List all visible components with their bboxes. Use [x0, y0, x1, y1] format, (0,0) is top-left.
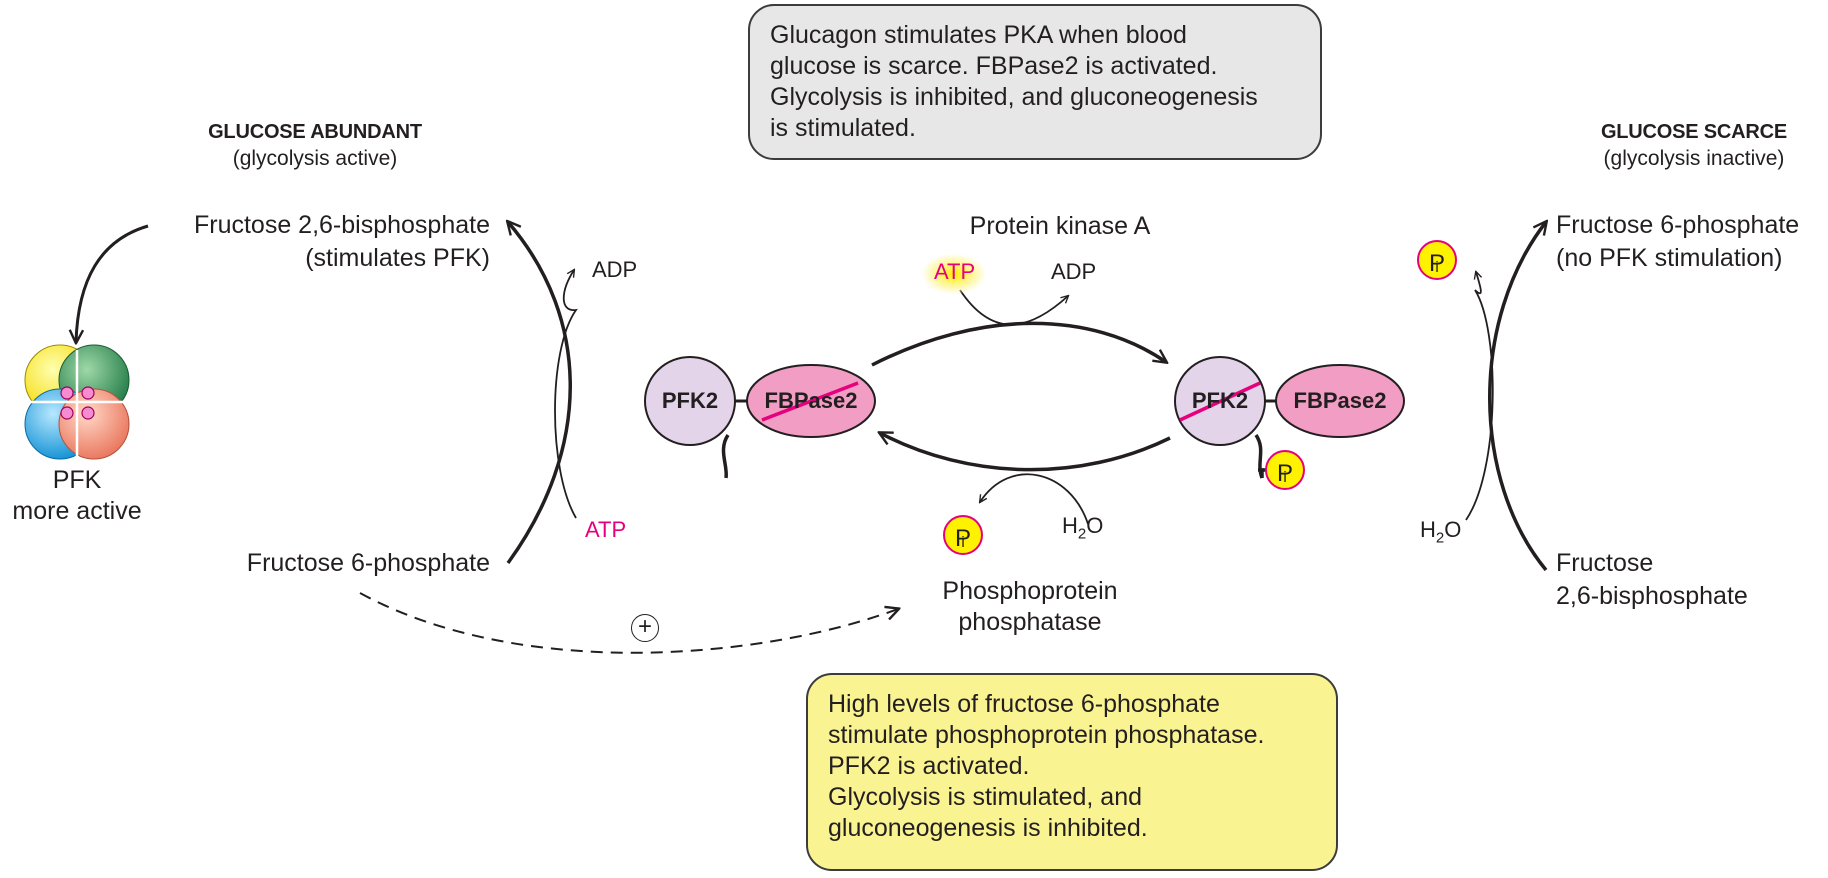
right-fbpase2-label: FBPase2 [1293, 388, 1387, 413]
left-subheader: (glycolysis active) [232, 147, 398, 170]
left-atp-label: ATP [585, 517, 627, 542]
phosphatase-label-line1: Phosphoprotein [942, 577, 1118, 605]
right-product-line1: Fructose 6-phosphate [1556, 211, 1800, 239]
right-substrate-line1: Fructose [1556, 549, 1654, 577]
stimulation-arrow-to-pfk [76, 224, 149, 342]
protein-kinase-a-label: Protein kinase A [969, 212, 1151, 240]
phosphatase-label-line2: phosphatase [958, 608, 1102, 636]
right-subheader: (glycolysis inactive) [1603, 147, 1785, 170]
center-adp-label: ADP [1051, 259, 1097, 284]
dashed-stimulation-arrow [359, 592, 898, 654]
pfk-label-line1: PFK [52, 466, 102, 494]
stimulation-plus-icon: + [631, 614, 659, 642]
pfk-tetramer-icon [24, 344, 130, 460]
center-atp-label: ATP [934, 259, 976, 284]
right-substrate-line2: 2,6-bisphosphate [1556, 582, 1748, 610]
left-substrate-label: Fructose 6-phosphate [246, 549, 490, 577]
right-bifunctional-enzyme [1174, 356, 1405, 479]
left-fbpase2-label: FBPase2 [764, 388, 858, 413]
left-bifunctional-enzyme [644, 356, 876, 479]
right-pfk2-label: PFK2 [1191, 388, 1249, 413]
center-atp-adp-arrow [959, 289, 1068, 326]
left-adp-label: ADP [592, 257, 638, 282]
fbpase2-inactive-strike [761, 381, 859, 422]
right-main-reaction-arrow [1488, 222, 1546, 572]
left-header: GLUCOSE ABUNDANT [208, 121, 422, 143]
right-water-pi-arrow [1465, 272, 1494, 521]
center-water-pi-arrow [980, 473, 1089, 525]
left-atp-adp-arrow [554, 270, 578, 519]
pfk-label-line2: more active [12, 497, 142, 525]
left-main-reaction-arrow [508, 222, 572, 565]
note-fructose-6-phosphate: High levels of fructose 6-phosphate stim… [806, 673, 1338, 871]
note-glucagon: Glucagon stimulates PKA when blood gluco… [748, 4, 1322, 160]
center-water-label: H2O [1062, 513, 1104, 543]
right-water-label: H2O [1420, 517, 1462, 547]
right-product-line2: (no PFK stimulation) [1556, 244, 1783, 272]
kinase-arrow [871, 321, 1166, 367]
left-product-line2: (stimulates PFK) [305, 244, 490, 272]
left-pfk2-label: PFK2 [661, 388, 719, 413]
left-product-line1: Fructose 2,6-bisphosphate [193, 211, 490, 239]
atp-highlight [922, 254, 986, 294]
pfk2-inactive-strike [1179, 381, 1261, 422]
phosphatase-arrow [880, 433, 1171, 472]
right-header: GLUCOSE SCARCE [1600, 121, 1788, 143]
